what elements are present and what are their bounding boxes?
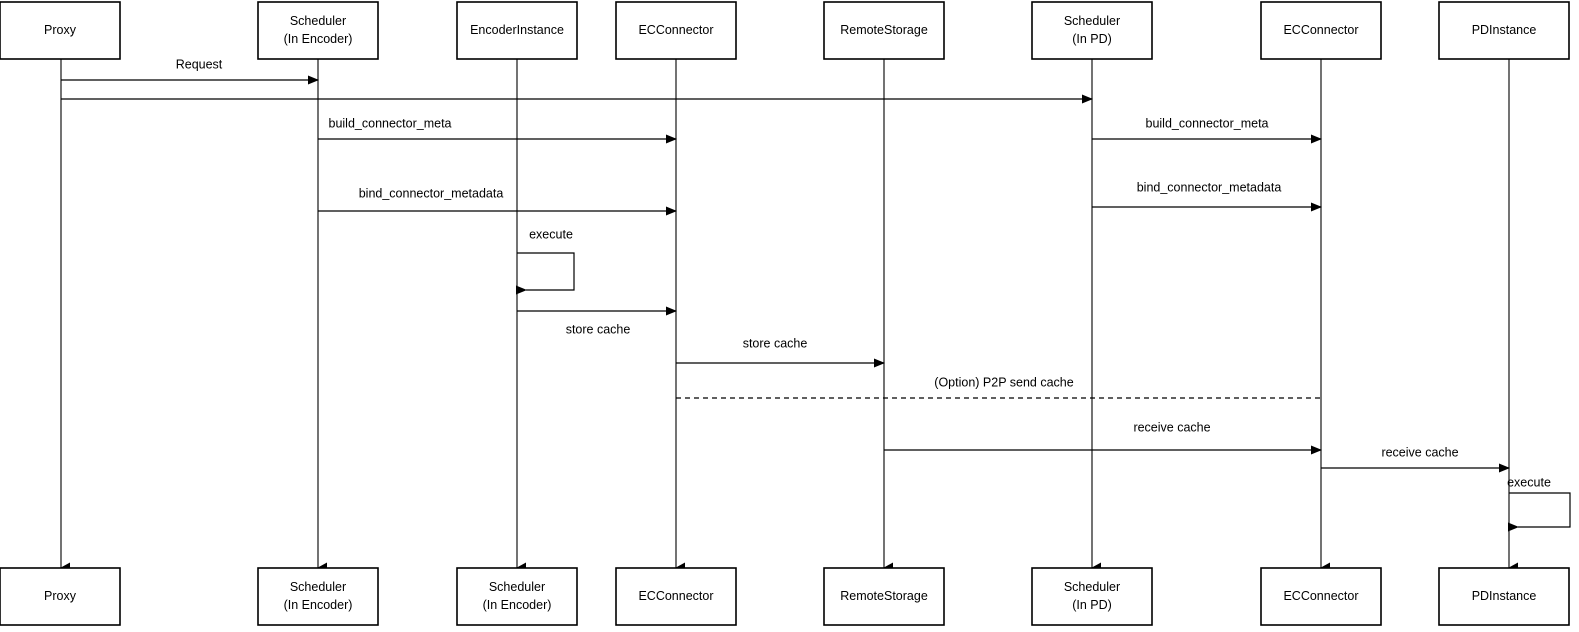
participant-top-ecc_enc[interactable]: ECConnector bbox=[615, 1, 737, 60]
participant-bottom-label-sched_enc: Scheduler bbox=[290, 580, 346, 594]
self-messages-layer: execute execute bbox=[516, 227, 1571, 532]
self-message-s2: execute bbox=[1507, 475, 1571, 532]
participant-bottom-rect-ecc_enc[interactable] bbox=[615, 567, 737, 626]
message-label-m10: receive cache bbox=[1133, 420, 1210, 434]
participant-bottom-encoder_inst[interactable]: Scheduler (In Encoder) bbox=[456, 567, 578, 626]
participant-top-rect-sched_enc[interactable] bbox=[257, 1, 379, 60]
participant-top-ecc_pd[interactable]: ECConnector bbox=[1260, 1, 1382, 60]
participant-bottom-proxy[interactable]: Proxy bbox=[0, 567, 121, 626]
participant-top-proxy[interactable]: Proxy bbox=[0, 1, 121, 60]
participant-bottom-ecc_enc[interactable]: ECConnector bbox=[615, 567, 737, 626]
lifelines-layer bbox=[60, 59, 1518, 574]
message-label-m6: bind_connector_metadata bbox=[1137, 180, 1282, 194]
message-label-m11: receive cache bbox=[1381, 445, 1458, 459]
participant-bottom-sublabel-sched_pd: (In PD) bbox=[1072, 598, 1112, 612]
message-m4: build_connector_meta bbox=[1092, 116, 1322, 144]
message-label-m9: (Option) P2P send cache bbox=[934, 375, 1073, 389]
message-label-m7: store cache bbox=[566, 322, 631, 336]
participant-top-label-remote: RemoteStorage bbox=[840, 23, 928, 37]
participant-top-label-sched_pd: Scheduler bbox=[1064, 14, 1120, 28]
participant-bottom-sched_pd[interactable]: Scheduler (In PD) bbox=[1031, 567, 1153, 626]
participant-top-rect-remote[interactable] bbox=[823, 1, 945, 60]
participant-bottom-pd_inst[interactable]: PDInstance bbox=[1438, 567, 1570, 626]
participant-bottom-label-ecc_pd: ECConnector bbox=[1283, 589, 1358, 603]
participant-bottom-label-encoder_inst: Scheduler bbox=[489, 580, 545, 594]
participant-top-rect-ecc_enc[interactable] bbox=[615, 1, 737, 60]
participant-bottom-label-sched_pd: Scheduler bbox=[1064, 580, 1120, 594]
participant-top-sched_pd[interactable]: Scheduler (In PD) bbox=[1031, 1, 1153, 60]
participant-boxes-bottom: Proxy Scheduler (In Encoder) Scheduler (In E… bbox=[0, 567, 1570, 626]
participant-bottom-rect-sched_enc[interactable] bbox=[257, 567, 379, 626]
participant-bottom-sublabel-encoder_inst: (In Encoder) bbox=[483, 598, 552, 612]
participant-top-label-sched_enc: Scheduler bbox=[290, 14, 346, 28]
participant-top-label-ecc_pd: ECConnector bbox=[1283, 23, 1358, 37]
message-m11: receive cache bbox=[1321, 445, 1510, 473]
participant-bottom-remote[interactable]: RemoteStorage bbox=[823, 567, 945, 626]
participant-top-label-ecc_enc: ECConnector bbox=[638, 23, 713, 37]
participant-bottom-rect-ecc_pd[interactable] bbox=[1260, 567, 1382, 626]
participant-top-rect-encoder_inst[interactable] bbox=[456, 1, 578, 60]
participant-bottom-sched_enc[interactable]: Scheduler (In Encoder) bbox=[257, 567, 379, 626]
participant-top-label-encoder_inst: EncoderInstance bbox=[470, 23, 564, 37]
participant-top-encoder_inst[interactable]: EncoderInstance bbox=[456, 1, 578, 60]
message-m9: (Option) P2P send cache bbox=[676, 375, 1321, 399]
participant-top-label-pd_inst: PDInstance bbox=[1472, 23, 1537, 37]
message-m5: bind_connector_metadata bbox=[318, 186, 677, 216]
participant-top-sublabel-sched_pd: (In PD) bbox=[1072, 32, 1112, 46]
participant-top-sublabel-sched_enc: (In Encoder) bbox=[284, 32, 353, 46]
message-m6: bind_connector_metadata bbox=[1092, 180, 1322, 212]
participant-top-sched_enc[interactable]: Scheduler (In Encoder) bbox=[257, 1, 379, 60]
participant-bottom-label-ecc_enc: ECConnector bbox=[638, 589, 713, 603]
message-m1: Request bbox=[61, 57, 319, 85]
participant-bottom-label-pd_inst: PDInstance bbox=[1472, 589, 1537, 603]
participant-top-label-proxy: Proxy bbox=[44, 23, 77, 37]
messages-layer: Request build_connector_meta build_connect… bbox=[61, 57, 1510, 473]
participant-top-pd_inst[interactable]: PDInstance bbox=[1438, 1, 1570, 60]
participant-bottom-label-proxy: Proxy bbox=[44, 589, 77, 603]
participant-bottom-rect-sched_pd[interactable] bbox=[1031, 567, 1153, 626]
participant-bottom-ecc_pd[interactable]: ECConnector bbox=[1260, 567, 1382, 626]
participant-bottom-rect-remote[interactable] bbox=[823, 567, 945, 626]
self-message-path-s1 bbox=[516, 252, 575, 295]
participant-bottom-rect-pd_inst[interactable] bbox=[1438, 567, 1570, 626]
participant-top-rect-pd_inst[interactable] bbox=[1438, 1, 1570, 60]
message-label-m5: bind_connector_metadata bbox=[359, 186, 504, 200]
message-label-m1: Request bbox=[176, 57, 223, 71]
participant-boxes-top: Proxy Scheduler (In Encoder) EncoderInstanc… bbox=[0, 1, 1570, 60]
participant-bottom-rect-encoder_inst[interactable] bbox=[456, 567, 578, 626]
self-message-s1: execute bbox=[516, 227, 575, 295]
self-message-label-s1: execute bbox=[529, 227, 573, 241]
participant-bottom-rect-proxy[interactable] bbox=[0, 567, 121, 626]
message-m8: store cache bbox=[676, 336, 885, 368]
message-label-m4: build_connector_meta bbox=[1146, 116, 1269, 130]
message-m10: receive cache bbox=[884, 420, 1322, 455]
self-message-label-s2: execute bbox=[1507, 475, 1551, 489]
message-m3: build_connector_meta bbox=[318, 116, 677, 144]
participant-top-remote[interactable]: RemoteStorage bbox=[823, 1, 945, 60]
participant-top-rect-sched_pd[interactable] bbox=[1031, 1, 1153, 60]
participant-bottom-label-remote: RemoteStorage bbox=[840, 589, 928, 603]
self-message-path-s2 bbox=[1508, 492, 1571, 532]
message-m7: store cache bbox=[517, 306, 677, 336]
participant-top-rect-ecc_pd[interactable] bbox=[1260, 1, 1382, 60]
participant-top-rect-proxy[interactable] bbox=[0, 1, 121, 60]
message-label-m8: store cache bbox=[743, 336, 808, 350]
message-label-m3: build_connector_meta bbox=[329, 116, 452, 130]
participant-bottom-sublabel-sched_enc: (In Encoder) bbox=[284, 598, 353, 612]
